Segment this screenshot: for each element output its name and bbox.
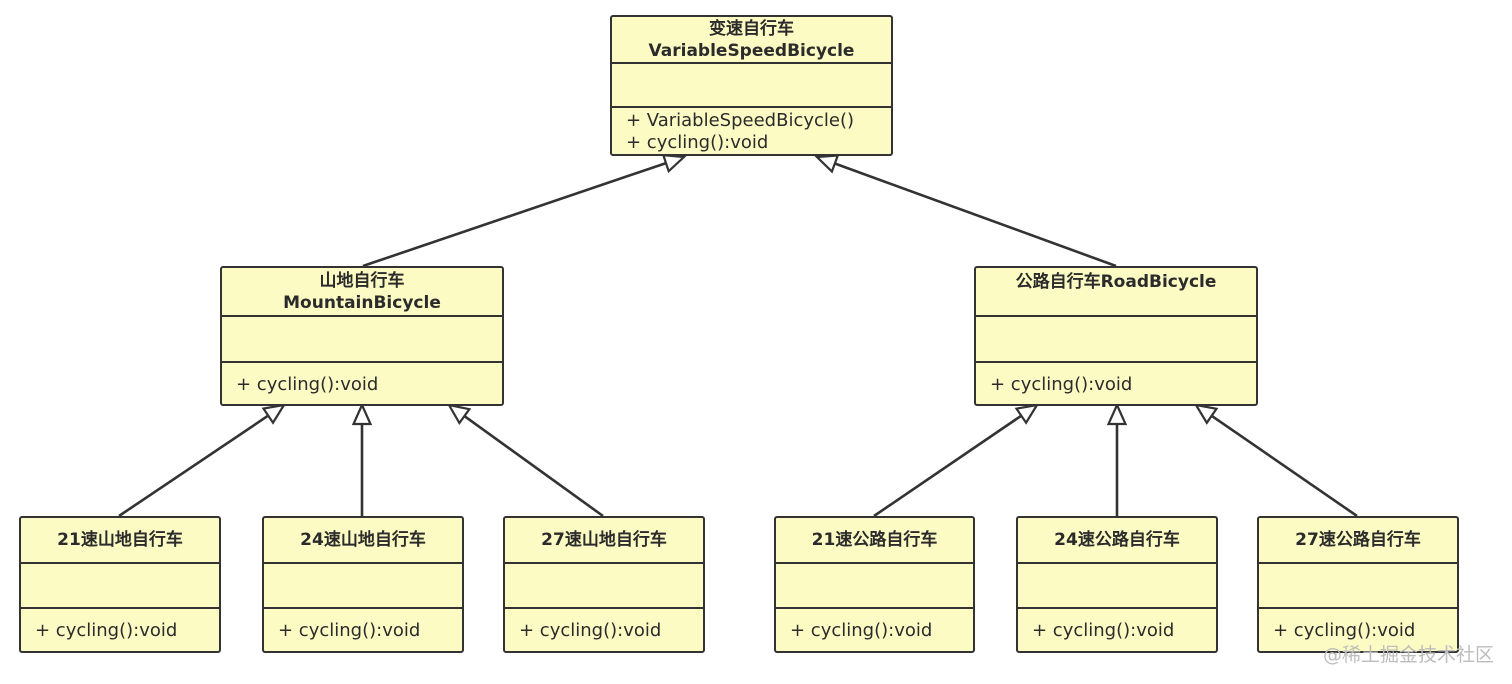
operation: + cycling():void (1032, 620, 1175, 641)
edge-layer (118, 153, 1358, 518)
watermark: @稀土掘金技术社区 (1322, 644, 1494, 666)
class-name-line: 公路自行车RoadBicycle (1015, 272, 1217, 292)
class-name-line: 24速山地自行车 (300, 530, 426, 550)
class-name: 公路自行车RoadBicycle (976, 268, 1256, 317)
generalization-line (1210, 414, 1358, 518)
class-name: 27速山地自行车 (505, 518, 703, 564)
inheritance-arrowhead (351, 402, 373, 426)
class-variable-speed-bicycle[interactable]: 变速自行车 VariableSpeedBicycle + VariableSpe… (610, 15, 893, 156)
class-24-speed-road-bicycle[interactable]: 24速公路自行车 + cycling():void (1016, 516, 1218, 653)
operation: + VariableSpeedBicycle() (626, 110, 855, 131)
inheritance-arrowhead (261, 403, 287, 425)
inheritance-arrowhead (661, 153, 687, 174)
operation: + cycling():void (790, 620, 933, 641)
operation: + cycling():void (236, 373, 379, 395)
attributes-compartment (505, 564, 703, 609)
class-name: 21速公路自行车 (776, 518, 973, 564)
attributes-compartment (264, 564, 462, 609)
class-name-line: MountainBicycle (283, 292, 441, 313)
class-name-line: 21速公路自行车 (811, 530, 938, 550)
class-name-line: 27速公路自行车 (1295, 530, 1421, 550)
class-27-speed-mountain-bicycle[interactable]: 27速山地自行车 + cycling():void (503, 516, 705, 653)
class-road-bicycle[interactable]: 公路自行车RoadBicycle + cycling():void (974, 266, 1258, 406)
class-name: 24速公路自行车 (1018, 518, 1216, 564)
class-name-line: 变速自行车 (709, 18, 794, 39)
operation: + cycling():void (278, 620, 421, 641)
generalization-line (118, 414, 269, 518)
class-27-speed-road-bicycle[interactable]: 27速公路自行车 + cycling():void (1257, 516, 1459, 653)
class-name: 21速山地自行车 (21, 518, 219, 564)
class-name: 山地自行车 MountainBicycle (222, 268, 502, 317)
class-name: 变速自行车 VariableSpeedBicycle (612, 17, 891, 65)
operations-compartment: + cycling():void (1259, 609, 1457, 651)
class-24-speed-mountain-bicycle[interactable]: 24速山地自行车 + cycling():void (262, 516, 464, 653)
class-name: 27速公路自行车 (1259, 518, 1457, 564)
inheritance-arrowhead (1014, 403, 1040, 425)
class-mountain-bicycle[interactable]: 山地自行车 MountainBicycle + cycling():void (220, 266, 504, 406)
operations-compartment: + cycling():void (976, 363, 1256, 404)
class-name-line: 24速公路自行车 (1054, 530, 1180, 550)
operations-compartment: + cycling():void (21, 609, 219, 651)
attributes-compartment (1259, 564, 1457, 609)
operation: + cycling():void (626, 132, 769, 153)
attributes-compartment (776, 564, 973, 609)
generalization-line (873, 414, 1023, 518)
generalization-line (362, 161, 667, 268)
operations-compartment: + cycling():void (222, 363, 502, 404)
class-name-line: 山地自行车 (319, 270, 405, 291)
attributes-compartment (21, 564, 219, 609)
attributes-compartment (612, 64, 891, 108)
operation: + cycling():void (35, 620, 178, 641)
operations-compartment: + cycling():void (505, 609, 703, 651)
inheritance-arrowhead (1106, 402, 1128, 426)
inheritance-arrowhead (814, 154, 840, 174)
generalization-line (463, 415, 604, 518)
class-name-line: 27速山地自行车 (541, 530, 667, 550)
attributes-compartment (976, 317, 1256, 363)
class-21-speed-road-bicycle[interactable]: 21速公路自行车 + cycling():void (774, 516, 975, 653)
inheritance-arrowhead (1193, 403, 1219, 425)
operations-compartment: + VariableSpeedBicycle() + cycling():voi… (612, 108, 891, 154)
attributes-compartment (1018, 564, 1216, 609)
operations-compartment: + cycling():void (776, 609, 973, 651)
operations-compartment: + cycling():void (264, 609, 462, 651)
generalization-line (834, 162, 1117, 268)
operation: + cycling():void (519, 620, 662, 641)
class-name-line: 21速山地自行车 (57, 530, 183, 550)
class-21-speed-mountain-bicycle[interactable]: 21速山地自行车 + cycling():void (19, 516, 221, 653)
attributes-compartment (222, 317, 502, 363)
operations-compartment: + cycling():void (1018, 609, 1216, 651)
inheritance-arrowhead (446, 403, 472, 426)
operation: + cycling():void (990, 373, 1133, 395)
operation: + cycling():void (1273, 620, 1416, 641)
class-name: 24速山地自行车 (264, 518, 462, 564)
class-name-line: VariableSpeedBicycle (648, 40, 855, 61)
